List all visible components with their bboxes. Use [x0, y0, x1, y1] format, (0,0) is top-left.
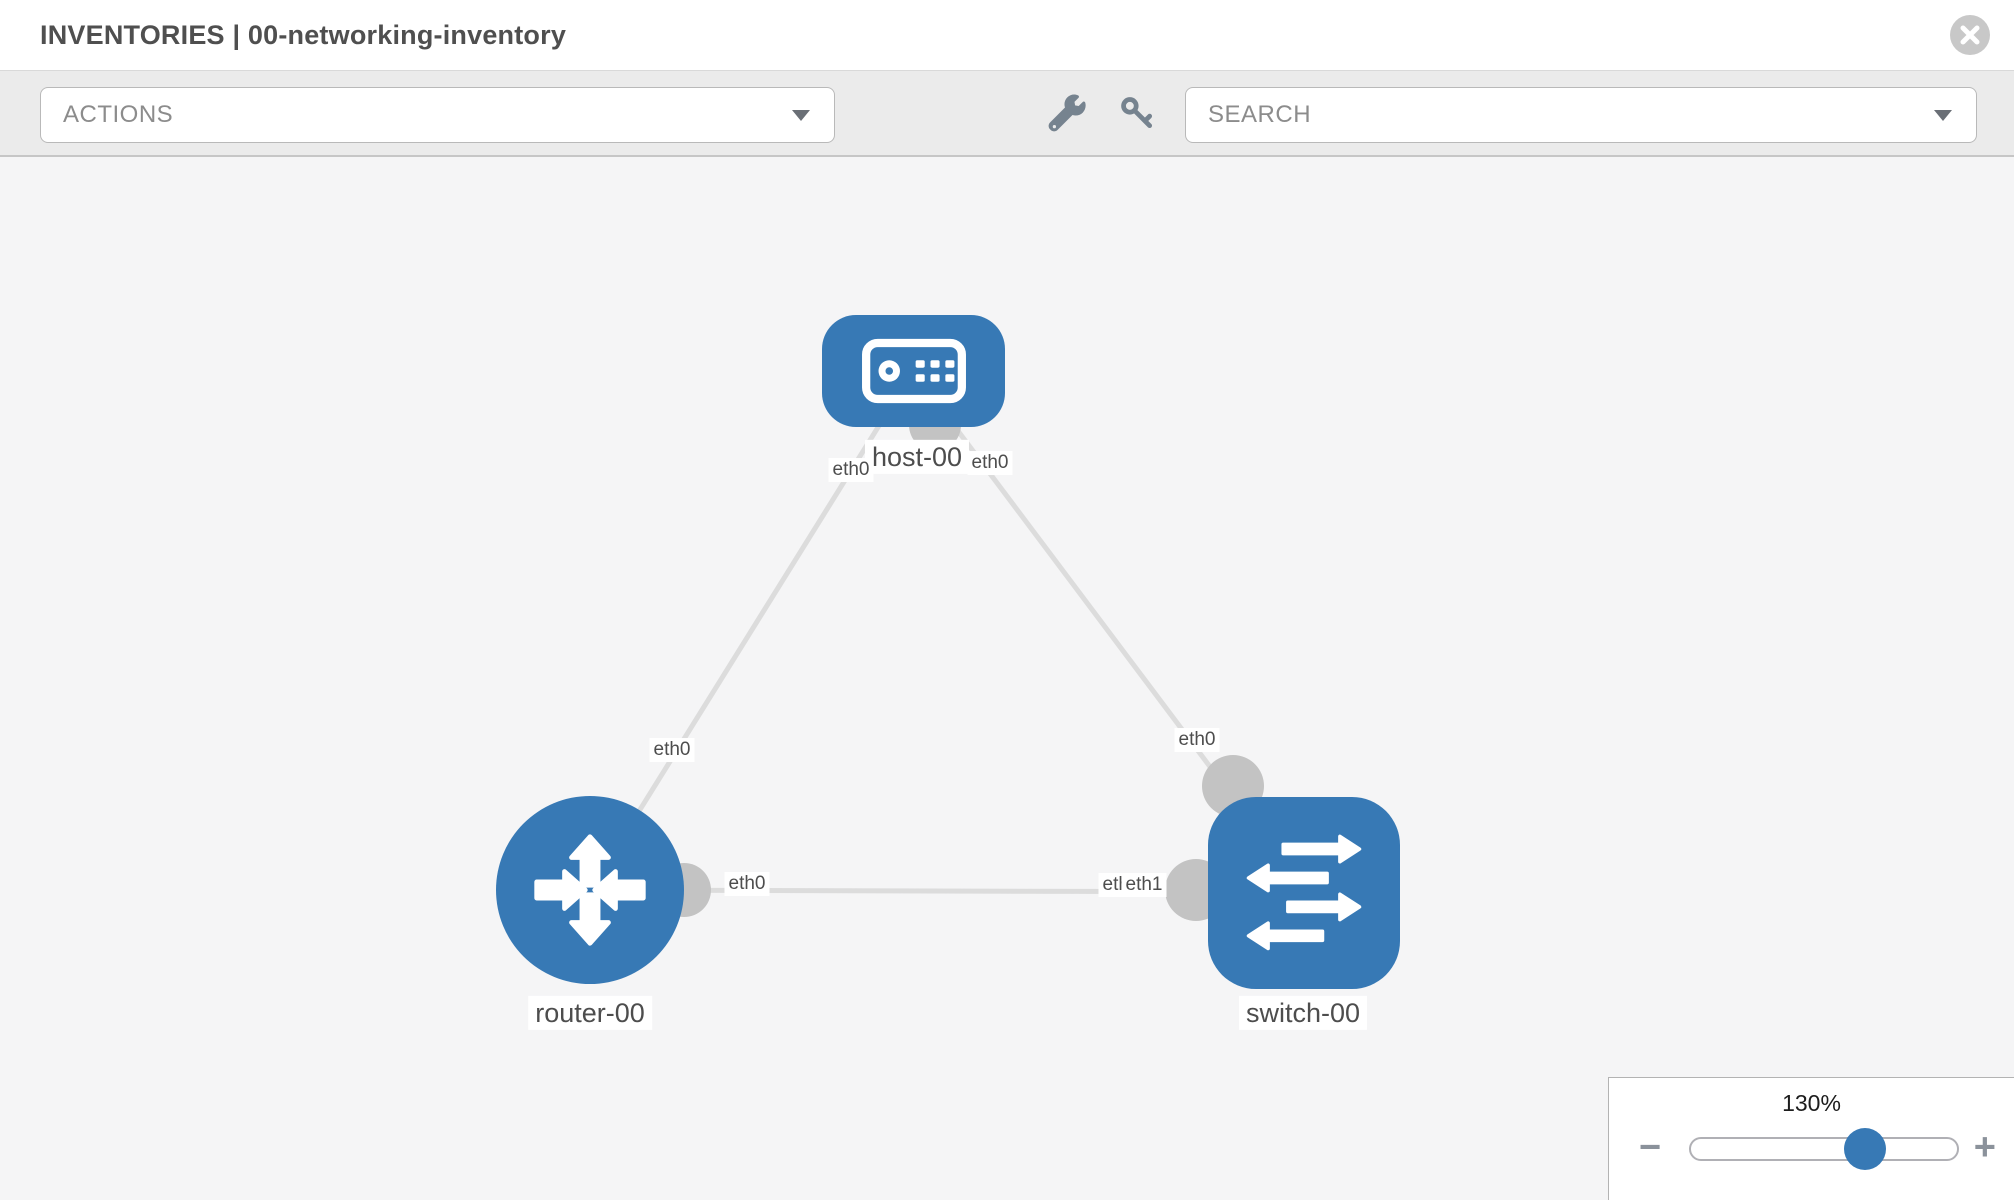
switch-icon — [1246, 834, 1362, 951]
chevron-down-icon — [792, 110, 810, 121]
zoom-slider-thumb[interactable] — [1844, 1128, 1886, 1170]
port-label-host-right: eth0 — [967, 451, 1013, 475]
wrench-icon[interactable] — [1048, 94, 1086, 132]
zoom-level-value: 130% — [1782, 1090, 1841, 1116]
port-label-host-switch-link: eth0 — [1174, 728, 1220, 752]
node-label-router: router-00 — [528, 995, 652, 1031]
router-icon — [534, 834, 646, 946]
node-switch-00[interactable] — [1208, 797, 1400, 989]
port-label-switch-eth1-front: eth1 — [1121, 873, 1167, 897]
topology-canvas[interactable]: host-00 router-00 switch-00 eth0 eth0 et… — [0, 157, 2014, 1200]
port-label-host-router-link: eth0 — [649, 738, 695, 762]
node-label-switch: switch-00 — [1238, 995, 1368, 1031]
close-button[interactable] — [1950, 15, 1990, 55]
search-dropdown[interactable]: SEARCH — [1185, 87, 1977, 143]
link-host-router[interactable] — [587, 369, 916, 892]
page-title: INVENTORIES | 00-networking-inventory — [40, 19, 567, 50]
header-bar: INVENTORIES | 00-networking-inventory — [0, 0, 2014, 71]
zoom-slider-track[interactable] — [1689, 1128, 1959, 1170]
zoom-out-button[interactable]: − — [1639, 1126, 1662, 1169]
close-icon — [1960, 25, 1980, 45]
node-host-00[interactable] — [822, 315, 1005, 427]
chevron-down-icon — [1934, 110, 1952, 121]
topology-links-layer — [587, 369, 1306, 921]
search-dropdown-label: SEARCH — [1208, 101, 1312, 128]
port-label-host-left: eth0 — [828, 458, 874, 482]
host-icon — [861, 338, 966, 404]
key-icon[interactable] — [1118, 94, 1156, 132]
actions-dropdown[interactable]: ACTIONS — [40, 87, 835, 143]
node-router-00[interactable] — [496, 796, 684, 984]
port-label-router-eth0: eth0 — [724, 872, 770, 896]
node-label-host: host-00 — [864, 439, 970, 475]
toolbar: ACTIONS SEARCH — [0, 71, 2014, 157]
actions-dropdown-label: ACTIONS — [63, 101, 174, 128]
zoom-in-button[interactable]: + — [1973, 1126, 1996, 1169]
zoom-panel: 130% − + — [1608, 1077, 2014, 1200]
zoom-slider-row: − + — [1609, 1126, 2014, 1172]
